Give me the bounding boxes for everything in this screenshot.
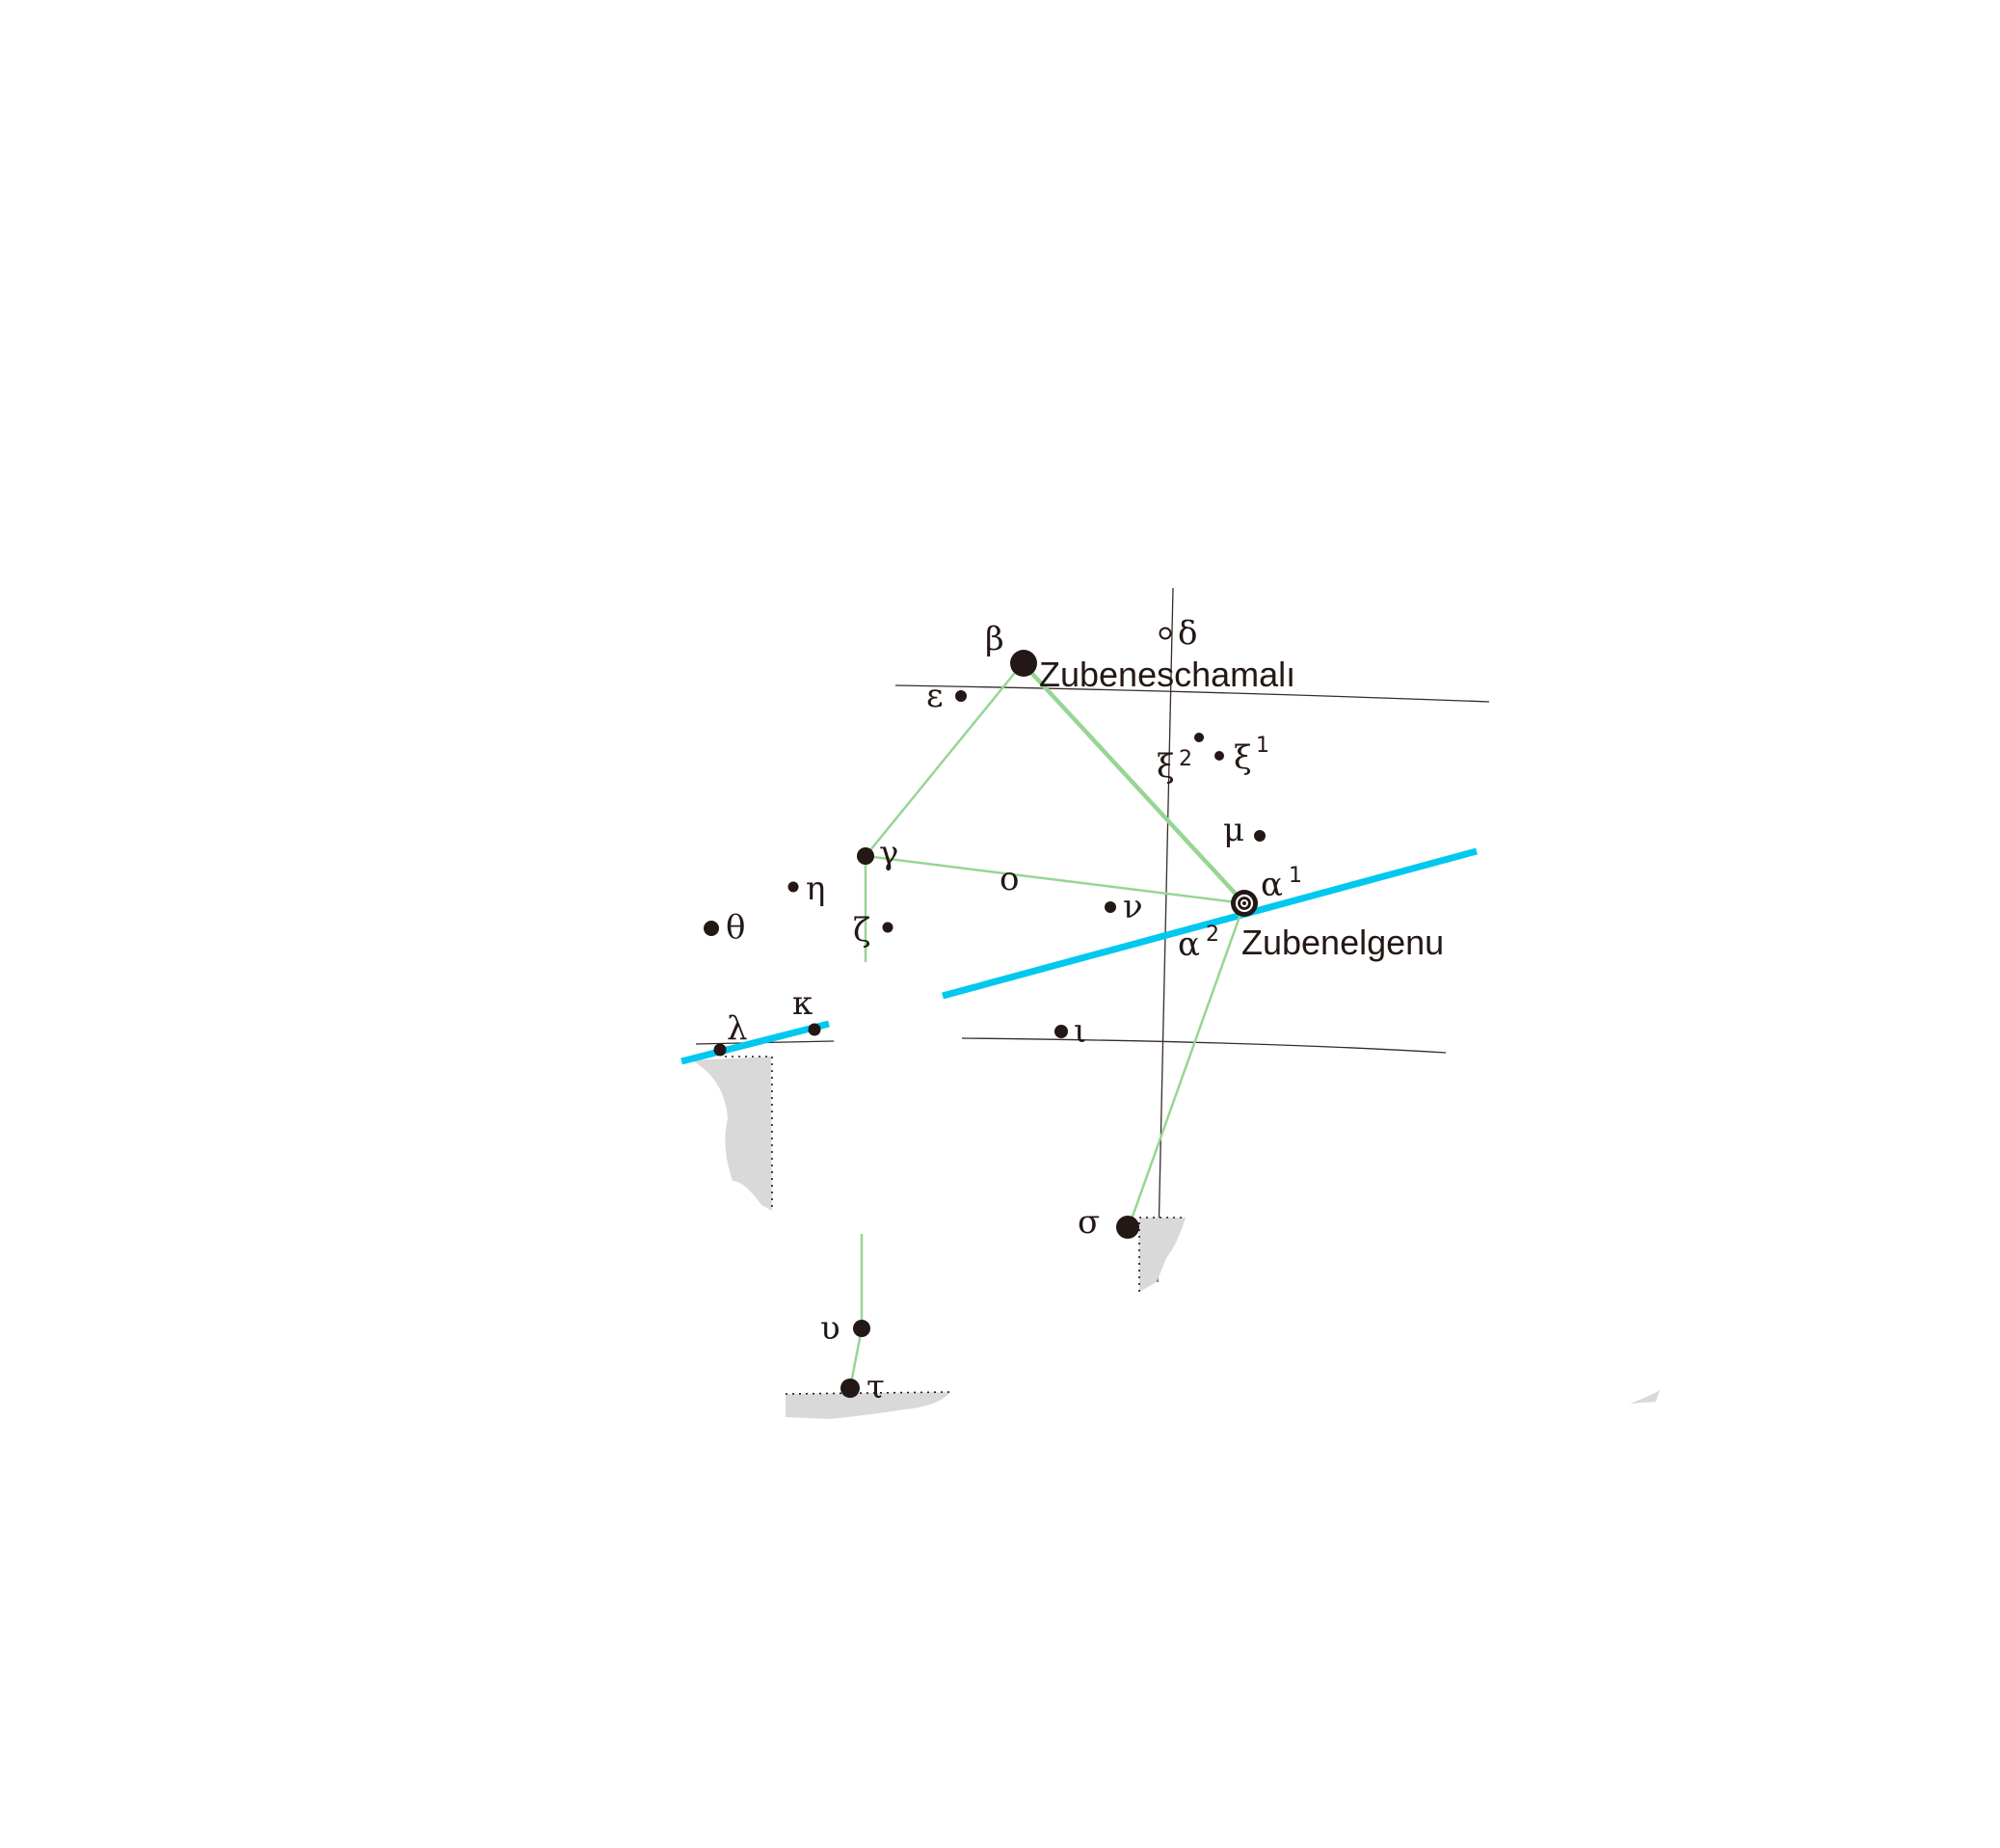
label-eta: η [806,870,825,908]
label-iota: ι [1074,1012,1086,1051]
ecliptic [680,847,1478,1065]
label-alpha2-sup: 2 [1206,923,1219,947]
label-sigma: σ [1078,1203,1100,1242]
figure-line-alpha-sigma [1127,902,1246,1228]
star-gamma [857,847,874,865]
terrain-patch-center [1139,1218,1186,1292]
label-upsilon: υ [820,1309,840,1348]
horizon-dotted-center [1138,1217,1186,1292]
star-sigma [1116,1216,1139,1239]
label-beta: β [985,620,1004,658]
star-upsilon [853,1320,870,1337]
constellation-figure [848,661,1246,1389]
label-theta: θ [726,908,745,947]
label-omicron: ο [1000,860,1019,898]
label-zubeneschamali: Zubeneschamalı [1039,655,1295,694]
label-zubenelgenu: Zubenelgenu [1241,923,1444,962]
label-nu: ν [1123,888,1143,926]
figure-line-beta-alpha [1021,661,1246,905]
label-alpha1: α [1261,866,1283,904]
figure-line-beta-gamma [865,662,1024,857]
horizon-terrain [692,1056,1660,1419]
label-xi2-sup: 2 [1179,747,1192,771]
declination-line-lower-right [961,1037,1447,1054]
label-lambda: λ [727,1009,748,1048]
star-xi1 [1214,751,1224,761]
label-alpha2: α [1178,925,1200,964]
star-iota [1054,1025,1068,1038]
star-eta [787,881,799,893]
horizon-dotted-left [725,1056,773,1211]
star-lambda [713,1043,727,1057]
star-kappa [808,1023,821,1036]
ecliptic-segment-left [680,1020,830,1065]
label-epsilon: ε [926,677,944,715]
stars [704,627,1266,1398]
figure-line-gamma-alpha [865,854,1245,905]
star-alpha [1231,890,1258,917]
label-kappa: κ [792,984,813,1023]
star-xi2 [1194,733,1204,742]
label-xi1: ξ [1234,738,1252,777]
star-zeta [882,922,893,933]
label-gamma: γ [879,834,898,872]
star-labels: β Zubeneschamalı δ ε ξ 2 ξ 1 μ γ η ο θ ζ… [726,614,1444,1406]
star-mu [1254,830,1266,842]
terrain-patch-right [1630,1390,1660,1404]
label-mu: μ [1223,811,1244,849]
label-tau: τ [867,1368,885,1406]
ecliptic-segment-right [942,847,1478,1000]
label-alpha1-sup: 1 [1289,864,1302,888]
terrain-patch-left [692,1057,772,1211]
figure-line-upsilon-tau [848,1327,864,1389]
label-xi1-sup: 1 [1256,734,1269,758]
declination-line-upper [894,684,1490,703]
star-nu [1105,901,1116,913]
horizon-dotted-bottom [785,1391,951,1395]
star-theta [704,921,719,936]
star-delta [1159,627,1172,640]
label-xi2: ξ [1157,747,1175,786]
star-tau [840,1379,860,1398]
terrain-patch-bottom [786,1392,950,1419]
label-delta: δ [1178,614,1197,653]
star-epsilon [955,690,967,702]
star-beta [1010,650,1037,677]
label-zeta: ζ [853,911,870,950]
